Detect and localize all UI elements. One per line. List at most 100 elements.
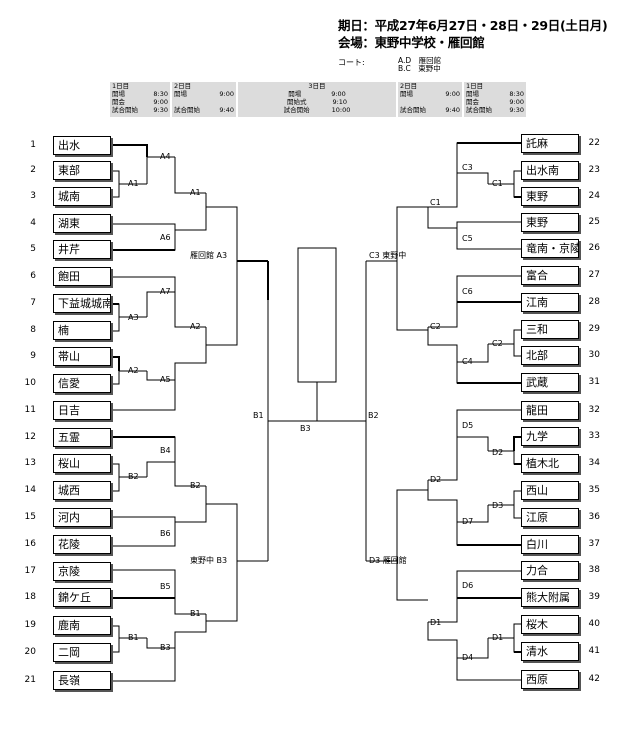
team-box: 東野 bbox=[521, 213, 579, 232]
match-label: A1 bbox=[190, 188, 201, 197]
team-box: 湖東 bbox=[53, 214, 111, 233]
court-bc: B.C 東野中 bbox=[398, 64, 441, 73]
seed-number: 12 bbox=[24, 432, 36, 442]
match-label: B1 bbox=[128, 633, 139, 642]
team-box: 鹿南 bbox=[53, 616, 111, 635]
match-label: B1 bbox=[253, 411, 264, 420]
match-label: D1 bbox=[492, 633, 504, 642]
seed-number: 6 bbox=[30, 271, 36, 281]
match-label: C6 bbox=[462, 287, 473, 296]
seed-number: 23 bbox=[588, 165, 600, 175]
seed-number: 15 bbox=[24, 512, 36, 522]
match-label: B3 bbox=[300, 424, 311, 433]
team-box: 植木北 bbox=[521, 454, 579, 473]
team-box: 東野 bbox=[521, 187, 579, 206]
match-label: C3 bbox=[462, 163, 473, 172]
sched-val: 9:00 bbox=[153, 98, 168, 106]
team-box: 九学 bbox=[521, 427, 579, 446]
seed-number: 33 bbox=[588, 431, 600, 441]
sched-title: 2日目 bbox=[400, 82, 418, 90]
event-venue: 会場：東野中学校・雁回館 bbox=[338, 35, 485, 50]
team-box: 出水 bbox=[53, 136, 111, 155]
seed-number: 4 bbox=[30, 218, 36, 228]
team-box: 出水南 bbox=[521, 161, 579, 180]
match-label: C1 bbox=[492, 179, 503, 188]
seed-number: 14 bbox=[24, 485, 36, 495]
match-label: B1 bbox=[190, 609, 201, 618]
team-box: 江南 bbox=[521, 293, 579, 312]
team-box: 日吉 bbox=[53, 401, 111, 420]
seed-number: 13 bbox=[24, 458, 36, 468]
match-label: C2 bbox=[492, 339, 503, 348]
sched-key: 試合開始 bbox=[112, 106, 138, 114]
team-box: 東部 bbox=[53, 161, 111, 180]
sched-key: 試合開始 bbox=[174, 106, 200, 114]
sched-key: 開会 bbox=[466, 98, 479, 106]
seed-number: 41 bbox=[588, 646, 600, 656]
seed-number: 35 bbox=[588, 485, 600, 495]
sched-val: 10:00 bbox=[331, 106, 351, 114]
match-label: D2 bbox=[492, 448, 504, 457]
sched-val: 8:30 bbox=[509, 90, 524, 98]
team-box: 井芹 bbox=[53, 240, 111, 259]
match-label: A2 bbox=[128, 366, 139, 375]
sched-val: 9:00 bbox=[445, 90, 460, 98]
match-label: B6 bbox=[160, 529, 171, 538]
team-box: 桜木 bbox=[521, 615, 579, 634]
sched-val: 9:00 bbox=[219, 90, 234, 98]
match-label: D6 bbox=[462, 581, 474, 590]
seed-number: 9 bbox=[30, 351, 36, 361]
team-box: 五霊 bbox=[53, 428, 111, 447]
team-box: 帯山 bbox=[53, 347, 111, 366]
sched-key: 開場 bbox=[400, 90, 413, 98]
seed-number: 11 bbox=[24, 405, 36, 415]
team-box: 白川 bbox=[521, 535, 579, 554]
seed-number: 26 bbox=[588, 243, 600, 253]
sched-val: 9:30 bbox=[509, 106, 524, 114]
seed-number: 17 bbox=[24, 566, 36, 576]
match-label: C4 bbox=[462, 357, 473, 366]
match-label: A3 bbox=[128, 313, 139, 322]
sched-key: 開始式 bbox=[286, 98, 307, 106]
team-box: 北部 bbox=[521, 346, 579, 365]
sched-key: 開会 bbox=[112, 98, 125, 106]
seed-number: 29 bbox=[588, 324, 600, 334]
team-box: 富合 bbox=[521, 266, 579, 285]
match-label: D3 雁回館 bbox=[369, 556, 407, 565]
match-label: 東野中 B3 bbox=[190, 556, 228, 565]
match-label: A6 bbox=[160, 233, 171, 242]
sched-val: 9:40 bbox=[445, 106, 460, 114]
seed-number: 28 bbox=[588, 297, 600, 307]
seed-number: 37 bbox=[588, 539, 600, 549]
match-label: A1 bbox=[128, 179, 139, 188]
team-box: 西山 bbox=[521, 481, 579, 500]
team-box: 河内 bbox=[53, 508, 111, 527]
seed-number: 39 bbox=[588, 592, 600, 602]
seed-number: 1 bbox=[30, 140, 36, 150]
team-box: 飽田 bbox=[53, 267, 111, 286]
sched-val: 9:10 bbox=[332, 98, 348, 106]
match-label: D5 bbox=[462, 421, 474, 430]
match-label: 雁回館 A3 bbox=[190, 251, 228, 260]
court-label: コート: bbox=[338, 58, 365, 67]
team-box: 江原 bbox=[521, 508, 579, 527]
match-label: C2 bbox=[430, 322, 441, 331]
seed-number: 31 bbox=[588, 377, 600, 387]
team-box: 西原 bbox=[521, 670, 579, 689]
team-box: 花陵 bbox=[53, 535, 111, 554]
match-label: C5 bbox=[462, 234, 473, 243]
sched-val: 9:00 bbox=[509, 98, 524, 106]
seed-number: 38 bbox=[588, 565, 600, 575]
sched-key: 試合開始 bbox=[283, 106, 310, 114]
sched-title: 3日目 bbox=[308, 82, 326, 90]
sched-title: 1日目 bbox=[112, 82, 130, 90]
sched-title: 1日目 bbox=[466, 82, 484, 90]
seed-number: 36 bbox=[588, 512, 600, 522]
sched-val: 8:30 bbox=[153, 90, 168, 98]
team-box: 楠 bbox=[53, 321, 111, 340]
seed-number: 16 bbox=[24, 539, 36, 549]
seed-number: 40 bbox=[588, 619, 600, 629]
